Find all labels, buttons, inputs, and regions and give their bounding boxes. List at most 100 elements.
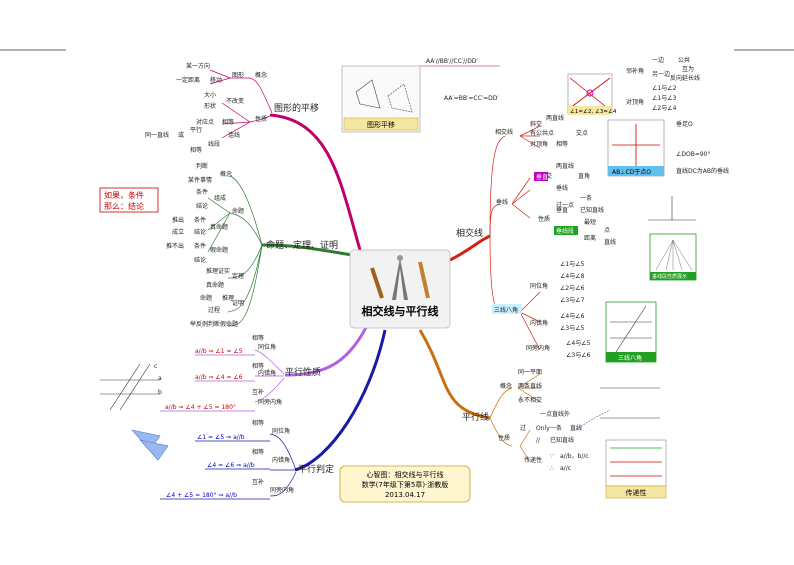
- parallel-property: 性质: [498, 434, 510, 442]
- tl-pair-0-1: ∠4与∠8: [560, 272, 585, 280]
- callout-line1: 如果，条件: [104, 190, 144, 200]
- proposition-leaf-12: 真命题: [206, 281, 224, 289]
- proposition-sub-6: 证明: [232, 300, 244, 307]
- parallel-t-0: ∵: [550, 453, 554, 460]
- vertical-a: ∠1与∠3: [652, 94, 677, 102]
- perpendicular-highlight-label: 垂直: [536, 173, 548, 181]
- proposition-leaf-17: 判断假命题: [208, 320, 238, 328]
- pj-row1-formula: ∠4 = ∠6 ⇒ a//b: [207, 462, 255, 469]
- parallel-p-6: //: [536, 437, 541, 444]
- tl-pair-0-0: ∠1与∠5: [560, 260, 585, 268]
- adjacent-b: 公共: [678, 56, 690, 64]
- parallel-p-0: 直线外: [552, 410, 570, 418]
- pj-row2-angle: 同旁内角: [270, 486, 294, 494]
- parallel-p-2: 过: [520, 424, 526, 432]
- three-lines-group-0: 同位角: [530, 282, 548, 290]
- perp-note-2: ∠DOB=90°: [676, 151, 711, 158]
- proposition-label: 命题、定理、证明: [266, 239, 338, 251]
- angle-eq: ∠1=∠2, ∠3=∠4: [570, 108, 617, 115]
- caption-ab: AB⊥CD于点O: [612, 168, 651, 176]
- pp-row2-angle: 同旁内角: [258, 398, 282, 406]
- pj-row0-formula: ∠1 = ∠5 ⇒ a//b: [197, 434, 245, 441]
- translation-leaf-8: 同一直线: [145, 131, 169, 139]
- adjacent-f: ∠1与∠2: [652, 84, 677, 92]
- proposition-leaf-3: 结论: [196, 202, 208, 210]
- parallel-lines-figure: [100, 363, 160, 411]
- proposition-leaf-14: 推理: [222, 294, 234, 302]
- translation-formula2: AA′=BB′=CC′=DD′: [444, 95, 499, 102]
- translation-leaf-11: 相等: [222, 118, 234, 126]
- parallel-p-5: 直线: [570, 424, 582, 432]
- pj-row2-cond: 互补: [252, 478, 264, 486]
- intersect-node-3: 交点: [576, 129, 588, 137]
- vertical-b: ∠2与∠4: [652, 104, 677, 112]
- compass-icon: [370, 255, 430, 300]
- translation-leaf-5: 不改变: [226, 97, 244, 105]
- tl-pair-2-0: ∠4与∠5: [566, 339, 591, 347]
- translation-leaf-0: 某一方向: [186, 62, 210, 70]
- proposition-sub-2: 命题: [232, 207, 244, 215]
- vertical-label: 对顶角: [626, 98, 644, 106]
- parallel-t-3: a//c: [560, 465, 571, 472]
- proposition-leaf-11: 推理证实: [206, 267, 230, 275]
- parallel-concept: 概念: [500, 382, 512, 390]
- pp-row1-angle: 内错角: [258, 369, 276, 377]
- three-lines-label: 三线八角: [494, 306, 518, 314]
- intersect-node-6: 相等: [556, 140, 568, 148]
- perp-segment-highlight-label: 垂线段: [556, 227, 574, 235]
- pj-row0-cond: 相等: [252, 419, 264, 427]
- intersect-node-16: 已知直线: [580, 206, 604, 214]
- center-node: [349, 249, 451, 329]
- adjacent-e: 反向延长线: [670, 74, 700, 82]
- proposition-leaf-0: 判断: [196, 162, 208, 170]
- parallel-p-3: Only: [536, 425, 550, 432]
- transitive-figure: [605, 439, 667, 487]
- proposition-leaf-16: 举反例: [190, 320, 208, 328]
- translation-property: 性质: [255, 115, 267, 123]
- translation-leaf-7: 连线: [228, 131, 240, 139]
- tl-pair-1-0: ∠4与∠6: [560, 312, 585, 320]
- translation-leaf-9: 或: [178, 131, 184, 139]
- intersect-node-0: 相交线: [495, 128, 513, 136]
- parallel-p-1: 一点: [540, 410, 552, 418]
- note-box: [339, 465, 471, 503]
- parallel-property-label: 平行性质: [285, 366, 321, 378]
- proposition-sub-5: 定理: [232, 272, 244, 280]
- proposition-leaf-10: 结论: [194, 256, 206, 264]
- intersect-node-7: 垂线: [496, 198, 508, 206]
- intersect-node-5: 对顶角: [530, 140, 548, 148]
- perp-note-1: 垂足O: [676, 121, 693, 128]
- translation-leaf-3: 大小: [204, 91, 216, 99]
- intersect-node-2: 有公共点: [530, 129, 554, 137]
- proposition-sub-0: 概念: [220, 170, 232, 178]
- intersect-node-1: 斜交: [530, 120, 542, 128]
- perp-note-3: 直线DC为AB的垂线: [676, 167, 729, 175]
- tl-pair-0-3: ∠3与∠7: [560, 296, 585, 304]
- translation-leaf-4: 形状: [204, 102, 216, 110]
- center-title: 相交线与平行线: [362, 304, 439, 318]
- three-lines-node: [492, 304, 522, 314]
- translation-leaf-6: 对应点: [196, 118, 214, 126]
- proposition-leaf-13: 命题: [200, 294, 212, 302]
- translation-leaf-13: 相等: [190, 146, 202, 154]
- parallel-concept-2: 永不相交: [518, 396, 542, 404]
- proposition-leaf-5: 条件: [194, 216, 206, 224]
- intersect-node-13: 过一点: [556, 201, 574, 209]
- perp-segment-highlight: [554, 226, 578, 235]
- tl-pair-0-2: ∠2与∠6: [560, 284, 585, 292]
- intersect-node-15: 垂直: [556, 206, 568, 214]
- parallel-judgement-label: 平行判定: [298, 463, 334, 475]
- translation-formula1: AA′//BB′//CC′//DD′: [426, 58, 478, 65]
- translation-shape: 图形: [232, 71, 244, 79]
- proposition-leaf-8: 推不出: [166, 242, 184, 250]
- pp-row2-cond: 互补: [252, 388, 264, 396]
- intersect-node-4: 两直线: [546, 114, 564, 122]
- proposition-sub-3: 真命题: [210, 223, 228, 231]
- adjacent-c: 另一边: [652, 70, 670, 78]
- pp-row0-formula: a//b ⇒ ∠1 = ∠5: [195, 348, 243, 355]
- proposition-leaf-15: 过程: [208, 306, 220, 314]
- svg-text:b: b: [158, 389, 162, 396]
- note-line3: 2013.04.17: [385, 491, 425, 499]
